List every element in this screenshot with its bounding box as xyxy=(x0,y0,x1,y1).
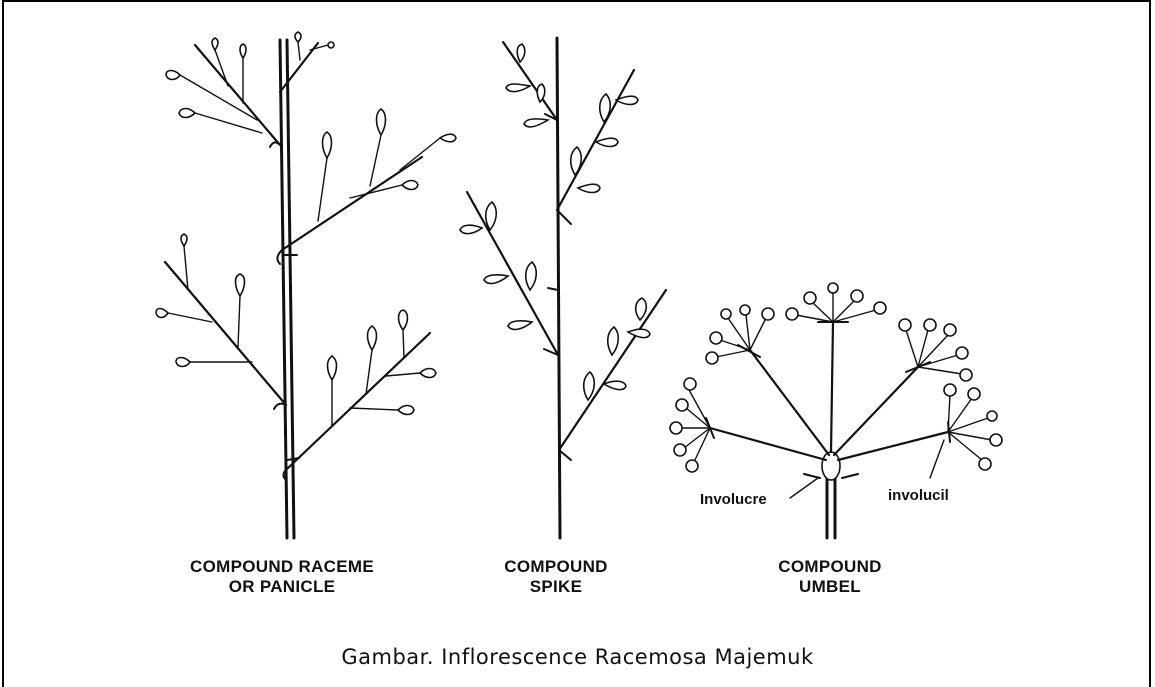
umbellet-left-upper xyxy=(705,304,775,365)
spike-label-line1: COMPOUND xyxy=(504,557,607,576)
umbel-label-line1: COMPOUND xyxy=(778,557,881,576)
raceme-label-line2: OR PANICLE xyxy=(229,577,336,596)
figure-caption: Gambar. Inflorescence Racemosa Majemuk xyxy=(341,645,814,669)
involucil-label: involucil xyxy=(888,487,949,504)
inflorescence-figure: Involucre involucil COMPOUND RACEME OR P… xyxy=(155,31,1003,596)
raceme-label-line1: COMPOUND RACEME xyxy=(190,557,374,576)
umbellet-left-lower xyxy=(669,377,715,473)
umbellet-right-upper xyxy=(898,318,973,382)
spike-label-line2: SPIKE xyxy=(530,577,583,596)
umbellet-right-lower xyxy=(943,383,1003,471)
umbel-label-line2: UMBEL xyxy=(799,577,861,596)
compound-raceme-diagram xyxy=(155,31,457,540)
compound-umbel-diagram: Involucre involucil xyxy=(669,282,1003,540)
umbellet-top xyxy=(785,282,887,323)
compound-spike-diagram xyxy=(459,36,668,540)
involucre-label: Involucre xyxy=(700,491,767,508)
